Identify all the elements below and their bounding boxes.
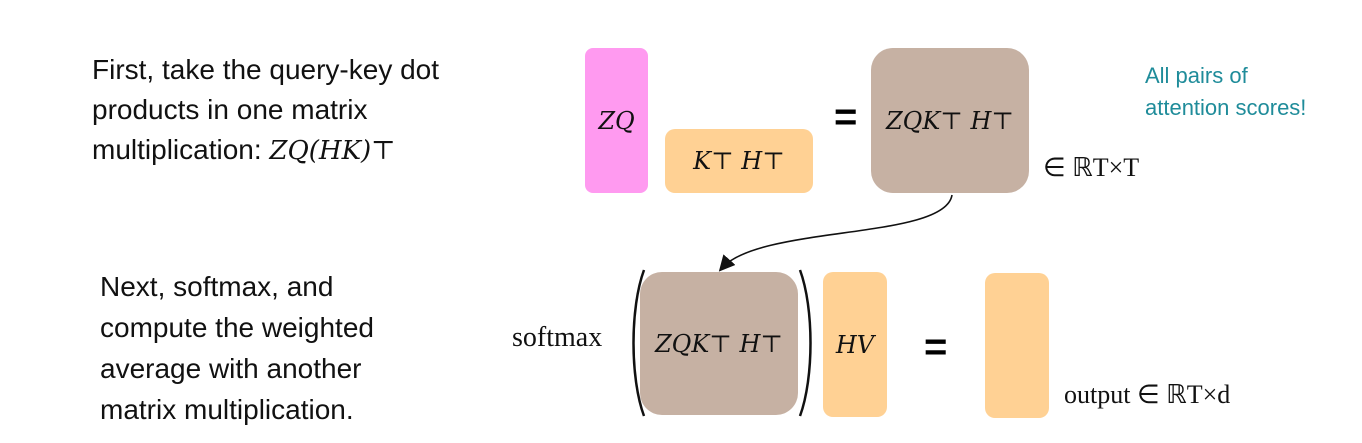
output-domain-label: output ∈ ℝT×d: [1064, 380, 1230, 410]
attention-note-line-1: All pairs of: [1145, 63, 1248, 88]
zq-matrix: ZQ: [585, 48, 648, 193]
attention-scores-matrix: ZQK⊤ H⊤: [871, 48, 1029, 193]
scores-domain-label: ∈ ℝT×T: [1043, 153, 1139, 183]
hv-label: HV: [835, 330, 875, 359]
output-matrix: [985, 273, 1049, 418]
left-paren-icon: [632, 269, 646, 417]
softmax-scores-matrix: ZQK⊤ H⊤: [640, 272, 798, 415]
right-paren-icon: [798, 269, 812, 417]
output-domain-text: output ∈ ℝT×d: [1064, 380, 1231, 409]
step1-line-3-text: multiplication:: [92, 134, 270, 165]
equals-sign-bottom: =: [924, 325, 948, 369]
step1-line-2: products in one matrix: [92, 94, 368, 125]
equals-sign-top: =: [834, 95, 858, 139]
step1-line-1: First, take the query-key dot: [92, 54, 440, 85]
step2-text: Next, softmax, and compute the weighted …: [100, 266, 374, 430]
scores-domain-text: ∈ ℝT×T: [1043, 153, 1140, 182]
step2-line-1: Next, softmax, and: [100, 271, 334, 302]
zq-label: ZQ: [598, 106, 635, 135]
arrow-path: [718, 194, 953, 272]
step1-formula: ZQ(HK)⊤: [269, 136, 396, 166]
step2-line-2: compute the weighted: [100, 312, 374, 343]
step2-line-3: average with another: [100, 353, 362, 384]
attention-note-line-2: attention scores!: [1145, 95, 1307, 120]
step2-line-4: matrix multiplication.: [100, 394, 354, 425]
attention-note: All pairs of attention scores!: [1145, 60, 1306, 124]
softmax-label: softmax: [512, 322, 603, 353]
softmax-scores-label: ZQK⊤ H⊤: [655, 329, 783, 358]
hv-matrix: HV: [823, 272, 887, 417]
step1-text: First, take the query-key dot products i…: [92, 50, 439, 171]
step1-line-3: multiplication: ZQ(HK)⊤: [92, 130, 439, 171]
kh-transpose-matrix: K⊤ H⊤: [665, 129, 813, 193]
kh-transpose-label: K⊤ H⊤: [693, 147, 785, 175]
attention-scores-label: ZQK⊤ H⊤: [886, 106, 1014, 135]
